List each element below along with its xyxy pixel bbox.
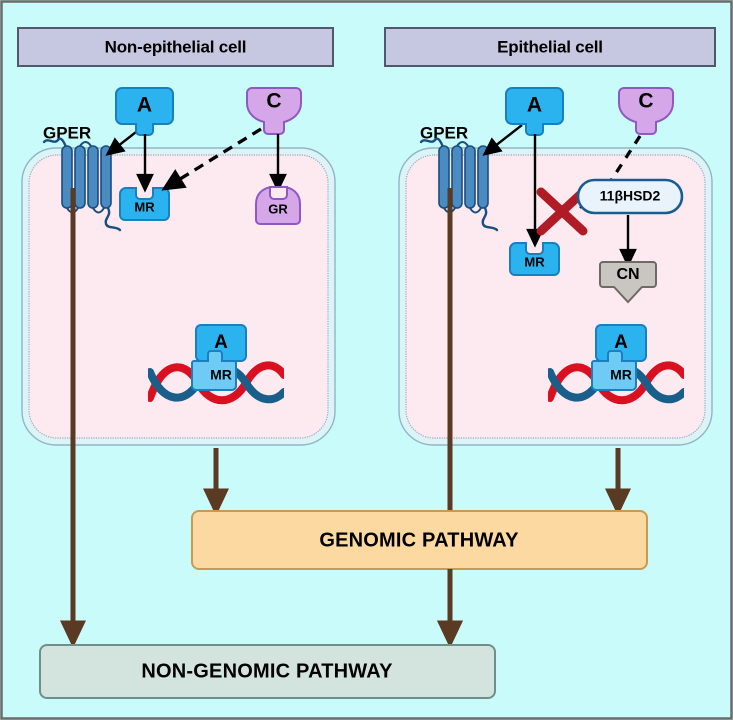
dna-bound-complex-left[interactable]: A MR — [191, 324, 247, 391]
enzyme-label: 11βHSD2 — [600, 188, 661, 204]
metabolite-cn-shape — [599, 261, 657, 304]
gper-label-left: GPER — [43, 123, 91, 142]
metabolite-cn[interactable]: CN — [599, 261, 657, 304]
gper-n-terminus-right — [419, 137, 445, 149]
enzyme-11bhsd2[interactable]: 11βHSD2 — [576, 178, 684, 215]
dna-strand-red-right — [548, 361, 684, 405]
ligand-c-left[interactable]: C — [246, 87, 302, 135]
red-x-icon — [536, 187, 588, 236]
header-box-left — [17, 27, 334, 67]
ligand-c-shape-right — [618, 87, 674, 135]
enzyme-shape — [576, 178, 684, 215]
panel-header-non-epithelial: Non-epithelial cell — [17, 27, 334, 67]
gper-helices-left — [61, 141, 112, 214]
cell-membrane-inner-left — [28, 154, 329, 439]
receptor-gr-left[interactable]: GR — [255, 186, 301, 225]
arrow-a-to-gper-right — [482, 124, 523, 156]
complex-mr-label-right: MR — [610, 367, 632, 383]
gper-helices-right — [438, 141, 489, 214]
genomic-pathway-box[interactable]: GENOMIC PATHWAY — [191, 510, 648, 570]
metabolite-cn-label: CN — [616, 266, 639, 283]
receptor-mr-right[interactable]: MR — [509, 242, 560, 276]
receptor-mr-shape-left — [119, 187, 170, 221]
ligand-c-right[interactable]: C — [618, 87, 674, 135]
ligand-a-left[interactable]: A — [115, 87, 174, 136]
gper-label-right: GPER — [420, 123, 468, 142]
gper-receptor-left[interactable]: GPER — [42, 123, 122, 232]
receptor-mr-left[interactable]: MR — [119, 187, 170, 221]
dna-strand-red-left — [148, 361, 284, 405]
ligand-c-label-right: C — [638, 90, 653, 113]
header-box-right — [384, 27, 716, 67]
ligand-a-label-right: A — [527, 94, 542, 117]
ligand-a-right[interactable]: A — [505, 87, 564, 136]
ligand-c-label-left: C — [266, 90, 281, 113]
nongenomic-pathway-label: NON-GENOMIC PATHWAY — [141, 660, 393, 682]
complex-a-label-right: A — [614, 332, 628, 353]
gper-receptor-right[interactable]: GPER — [419, 123, 499, 232]
receptor-gr-notch-left — [269, 186, 288, 200]
arrow-c-to-mr-dashed-left — [161, 127, 262, 191]
receptor-gr-shape-left — [255, 186, 301, 225]
panel-title-left: Non-epithelial cell — [105, 37, 247, 56]
complex-mr-box-right — [591, 350, 637, 391]
dna-bound-complex-right[interactable]: A MR — [591, 324, 647, 391]
receptor-mr-label-left: MR — [134, 199, 155, 214]
nongenomic-pathway-box[interactable]: NON-GENOMIC PATHWAY — [39, 644, 496, 699]
complex-mr-label-left: MR — [210, 367, 232, 383]
receptor-mr-shape-right — [509, 242, 560, 276]
gper-n-terminus-left — [42, 137, 68, 149]
panel-header-epithelial: Epithelial cell — [384, 27, 716, 67]
receptor-mr-label-right: MR — [524, 254, 545, 269]
complex-a-label-left: A — [214, 332, 228, 353]
ligand-a-shape-left — [115, 87, 174, 136]
ligand-a-shape-right — [505, 87, 564, 136]
genomic-pathway-label: GENOMIC PATHWAY — [319, 529, 519, 551]
receptor-gr-label-left: GR — [268, 201, 288, 216]
gper-c-terminus-left — [104, 206, 122, 232]
ligand-c-shape-left — [246, 87, 302, 135]
ligand-a-label-left: A — [137, 94, 152, 117]
genomic-pathway-rect — [191, 510, 648, 570]
panel-title-right: Epithelial cell — [497, 37, 603, 56]
complex-mr-box-left — [191, 350, 237, 391]
gper-c-terminus-right — [481, 206, 499, 232]
nongenomic-pathway-rect — [39, 644, 496, 699]
